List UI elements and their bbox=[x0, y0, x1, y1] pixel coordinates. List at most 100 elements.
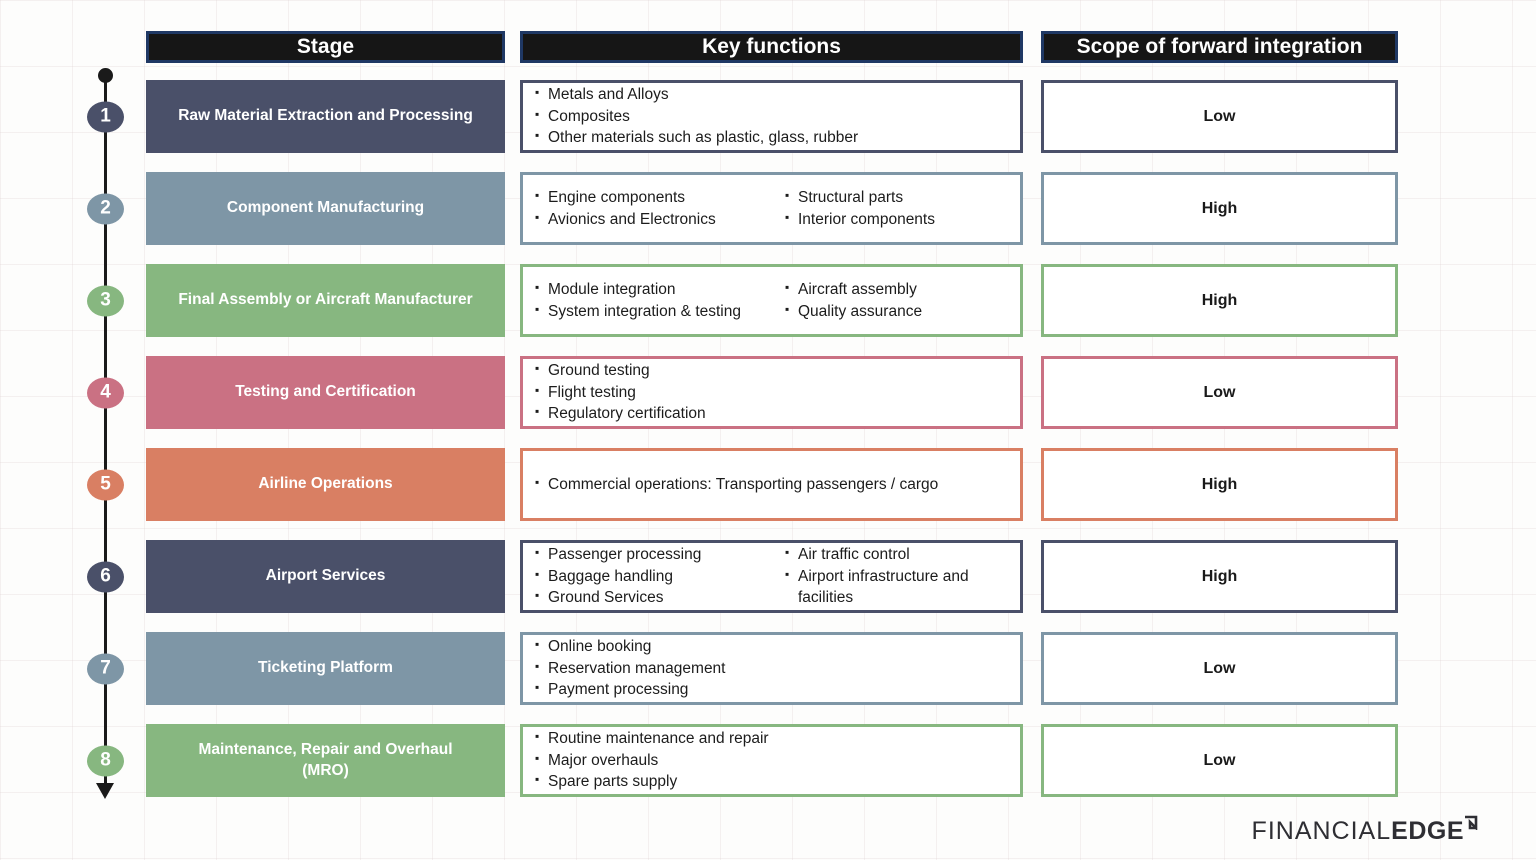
key-functions-box: Engine componentsAvionics and Electronic… bbox=[520, 172, 1023, 245]
timeline-start-dot bbox=[98, 68, 113, 83]
table-row: 3 Final Assembly or Aircraft Manufacture… bbox=[0, 264, 1536, 337]
function-item: Online booking bbox=[535, 636, 1008, 657]
stage-number-badge: 6 bbox=[87, 561, 124, 592]
function-list-col1: Module integrationSystem integration & t… bbox=[535, 279, 785, 322]
key-functions-box: Metals and AlloysCompositesOther materia… bbox=[520, 80, 1023, 153]
scope-box: High bbox=[1041, 172, 1398, 245]
key-functions-columns: Ground testingFlight testingRegulatory c… bbox=[535, 360, 1008, 424]
stage-box: Component Manufacturing bbox=[146, 172, 505, 245]
scope-label: Low bbox=[1203, 383, 1236, 401]
scope-box: Low bbox=[1041, 724, 1398, 797]
function-item: Module integration bbox=[535, 279, 785, 300]
function-item: Aircraft assembly bbox=[785, 279, 1008, 300]
scope-box: High bbox=[1041, 264, 1398, 337]
function-item: Other materials such as plastic, glass, … bbox=[535, 127, 1008, 148]
function-item: Spare parts supply bbox=[535, 771, 1008, 792]
key-functions-columns: Metals and AlloysCompositesOther materia… bbox=[535, 84, 1008, 148]
key-functions-box: Online bookingReservation managementPaym… bbox=[520, 632, 1023, 705]
key-functions-columns: Online bookingReservation managementPaym… bbox=[535, 636, 1008, 700]
key-functions-box: Ground testingFlight testingRegulatory c… bbox=[520, 356, 1023, 429]
timeline-line bbox=[104, 76, 107, 786]
function-item: Composites bbox=[535, 106, 1008, 127]
scope-label: High bbox=[1201, 567, 1238, 585]
table-row: 4 Testing and Certification Ground testi… bbox=[0, 356, 1536, 429]
key-functions-box: Routine maintenance and repairMajor over… bbox=[520, 724, 1023, 797]
table-row: 7 Ticketing Platform Online bookingReser… bbox=[0, 632, 1536, 705]
stage-number-badge: 4 bbox=[87, 377, 124, 408]
function-item: Air traffic control bbox=[785, 544, 1008, 565]
function-list-col1: Commercial operations: Transporting pass… bbox=[535, 474, 1008, 495]
scope-box: Low bbox=[1041, 632, 1398, 705]
stage-label: Final Assembly or Aircraft Manufacturer bbox=[178, 291, 473, 309]
function-list-col1: Online bookingReservation managementPaym… bbox=[535, 636, 1008, 700]
function-list-col1: Engine componentsAvionics and Electronic… bbox=[535, 187, 785, 230]
stage-rows: 1 Raw Material Extraction and Processing… bbox=[0, 80, 1536, 797]
function-item: Interior components bbox=[785, 209, 1008, 230]
scope-label: Low bbox=[1203, 659, 1236, 677]
scope-label: Low bbox=[1203, 107, 1236, 125]
table-row: 5 Airline Operations Commercial operatio… bbox=[0, 448, 1536, 521]
function-item: Reservation management bbox=[535, 658, 1008, 679]
stage-number-badge: 5 bbox=[87, 469, 124, 500]
key-functions-columns: Passenger processingBaggage handlingGrou… bbox=[535, 544, 1008, 608]
function-list-col2: Air traffic controlAirport infrastructur… bbox=[785, 544, 1008, 608]
stage-box: Ticketing Platform bbox=[146, 632, 505, 705]
key-functions-box: Commercial operations: Transporting pass… bbox=[520, 448, 1023, 521]
function-list-col2: Structural partsInterior components bbox=[785, 187, 1008, 230]
function-item: Payment processing bbox=[535, 679, 1008, 700]
stage-label: Raw Material Extraction and Processing bbox=[178, 107, 473, 125]
key-functions-columns: Engine componentsAvionics and Electronic… bbox=[535, 187, 1008, 230]
stage-number-badge: 8 bbox=[87, 745, 124, 776]
stage-number-badge: 7 bbox=[87, 653, 124, 684]
function-item: Ground testing bbox=[535, 360, 1008, 381]
stage-label: Airport Services bbox=[265, 567, 386, 585]
stage-box: Final Assembly or Aircraft Manufacturer bbox=[146, 264, 505, 337]
column-header-key-functions: Key functions bbox=[520, 31, 1023, 63]
function-item: Baggage handling bbox=[535, 566, 785, 587]
table-row: 2 Component Manufacturing Engine compone… bbox=[0, 172, 1536, 245]
stage-number-badge: 2 bbox=[87, 193, 124, 224]
function-item: Routine maintenance and repair bbox=[535, 728, 1008, 749]
stage-box: Testing and Certification bbox=[146, 356, 505, 429]
function-list-col1: Ground testingFlight testingRegulatory c… bbox=[535, 360, 1008, 424]
stage-label: Component Manufacturing bbox=[226, 199, 425, 217]
function-item: Metals and Alloys bbox=[535, 84, 1008, 105]
function-list-col1: Metals and AlloysCompositesOther materia… bbox=[535, 84, 1008, 148]
stage-number-badge: 1 bbox=[87, 101, 124, 132]
function-item: Major overhauls bbox=[535, 750, 1008, 771]
function-list-col2: Aircraft assemblyQuality assurance bbox=[785, 279, 1008, 322]
stage-number-badge: 3 bbox=[87, 285, 124, 316]
function-item: Ground Services bbox=[535, 587, 785, 608]
logo-corner-mark-icon bbox=[1465, 815, 1478, 835]
scope-box: High bbox=[1041, 540, 1398, 613]
function-item: Airport infrastructure and facilities bbox=[785, 566, 1008, 609]
function-item: Quality assurance bbox=[785, 301, 1008, 322]
table-row: 6 Airport Services Passenger processingB… bbox=[0, 540, 1536, 613]
scope-box: High bbox=[1041, 448, 1398, 521]
key-functions-box: Module integrationSystem integration & t… bbox=[520, 264, 1023, 337]
function-item: Commercial operations: Transporting pass… bbox=[535, 474, 1008, 495]
function-item: Flight testing bbox=[535, 382, 1008, 403]
function-item: System integration & testing bbox=[535, 301, 785, 322]
timeline-arrow-icon bbox=[96, 783, 114, 799]
key-functions-columns: Commercial operations: Transporting pass… bbox=[535, 474, 1008, 495]
scope-box: Low bbox=[1041, 356, 1398, 429]
stage-label: Testing and Certification bbox=[235, 383, 416, 401]
function-item: Passenger processing bbox=[535, 544, 785, 565]
table-row: 8 Maintenance, Repair and Overhaul (MRO)… bbox=[0, 724, 1536, 797]
stage-box: Airport Services bbox=[146, 540, 505, 613]
scope-label: High bbox=[1201, 475, 1238, 493]
function-list-col1: Passenger processingBaggage handlingGrou… bbox=[535, 544, 785, 608]
scope-label: Low bbox=[1203, 751, 1236, 769]
column-header-scope: Scope of forward integration bbox=[1041, 31, 1398, 63]
key-functions-columns: Routine maintenance and repairMajor over… bbox=[535, 728, 1008, 792]
stage-label: Ticketing Platform bbox=[258, 659, 393, 677]
column-header-stage: Stage bbox=[146, 31, 505, 63]
stage-label: Maintenance, Repair and Overhaul (MRO) bbox=[198, 740, 453, 779]
function-item: Avionics and Electronics bbox=[535, 209, 785, 230]
scope-label: High bbox=[1201, 291, 1238, 309]
function-list-col1: Routine maintenance and repairMajor over… bbox=[535, 728, 1008, 792]
key-functions-columns: Module integrationSystem integration & t… bbox=[535, 279, 1008, 322]
scope-label: High bbox=[1201, 199, 1238, 217]
